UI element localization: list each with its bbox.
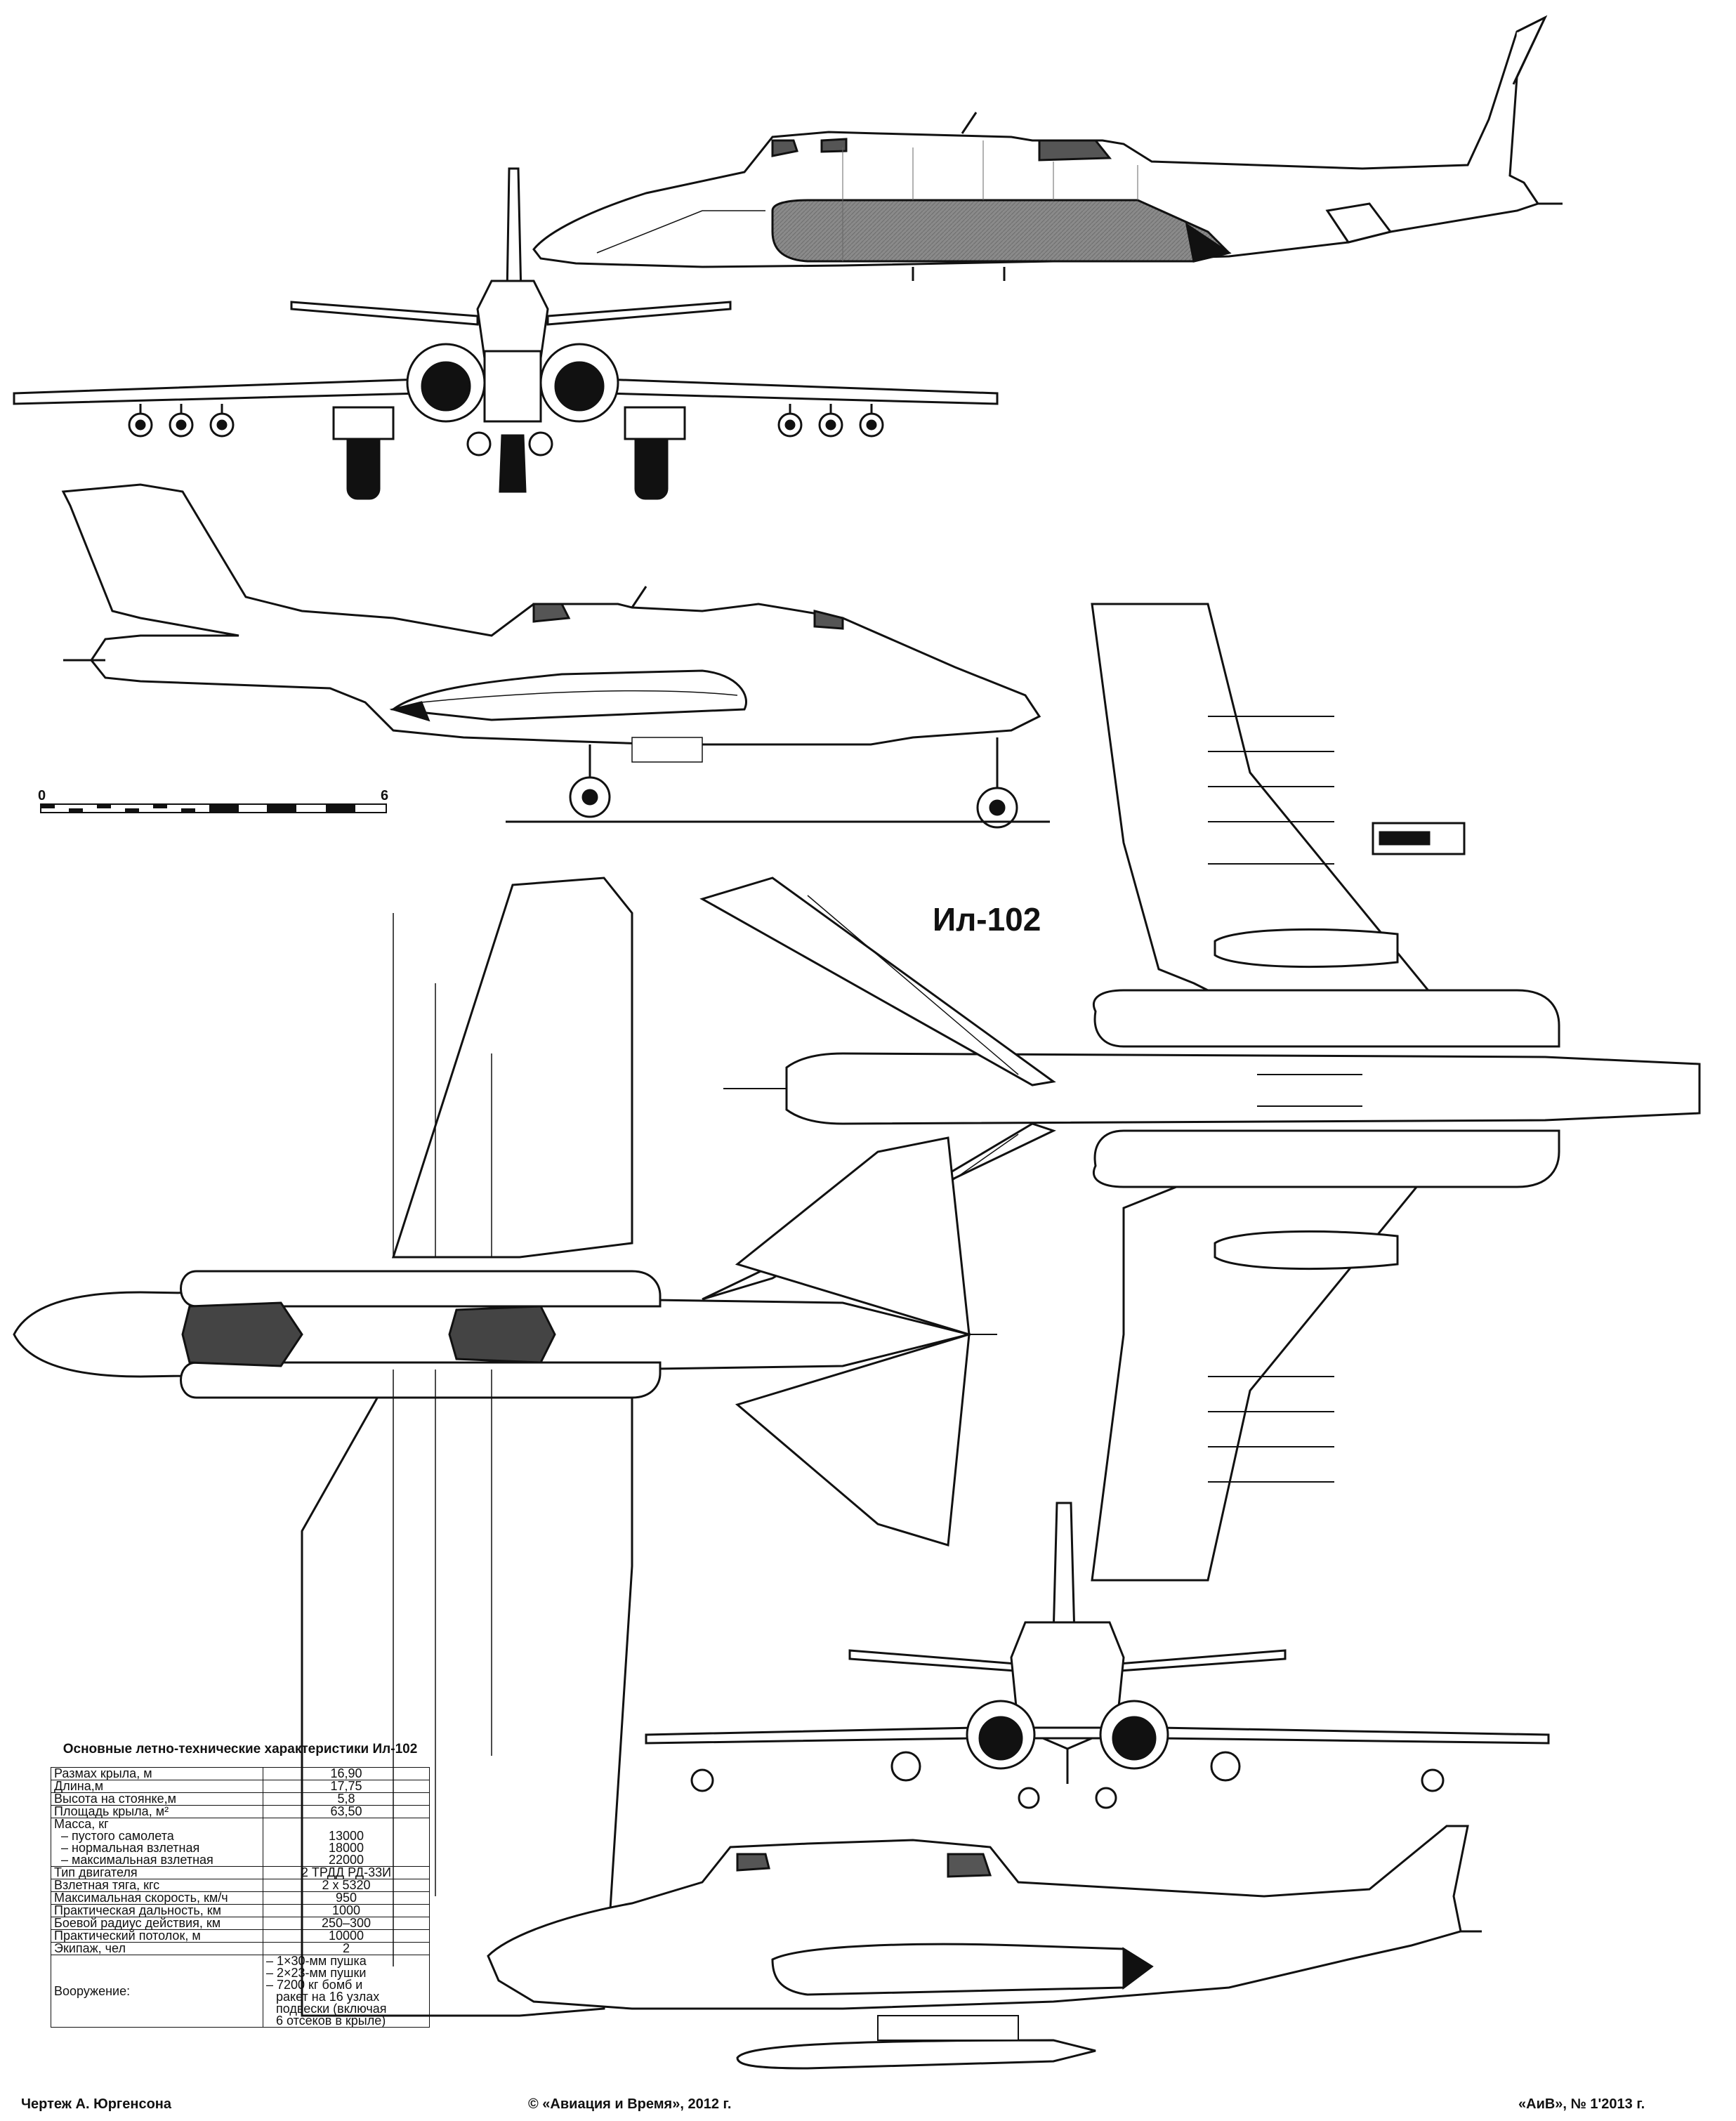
mass-max-label: – максимальная взлетная xyxy=(61,1853,213,1867)
footer-copyright: © «Авиация и Время», 2012 г. xyxy=(528,2096,732,2112)
mass-max-value: 22000 xyxy=(328,1853,364,1867)
spec-value: 1000 xyxy=(263,1904,430,1917)
spec-label: Практический потолок, м xyxy=(51,1929,263,1943)
scale-bar xyxy=(40,803,387,813)
side-view-top xyxy=(532,15,1563,281)
spec-label: Высота на стоянке,м xyxy=(51,1792,263,1806)
mass-empty-value: 13000 xyxy=(328,1829,364,1843)
armament-line: – 7200 кг бомб и xyxy=(266,1978,363,1992)
spec-label: Тип двигателя xyxy=(51,1866,263,1879)
armament-value: – 1×30-мм пушка – 2×23-мм пушки – 7200 к… xyxy=(263,1955,430,2028)
spec-value: 2 ТРДД РД-33И xyxy=(263,1866,430,1879)
table-row: Вооружение: – 1×30-мм пушка – 2×23-мм пу… xyxy=(51,1955,430,2028)
spec-value: 950 xyxy=(263,1891,430,1905)
specifications-heading: Основные летно-технические характеристик… xyxy=(63,1742,418,1756)
scale-min-label: 0 xyxy=(38,788,46,803)
spec-value: 5,8 xyxy=(263,1792,430,1806)
planform-right xyxy=(699,603,1701,1582)
footer-issue: «АиВ», № 1'2013 г. xyxy=(1518,2096,1645,2112)
footer-credit-author: Чертеж А. Юргенсона xyxy=(21,2096,171,2112)
spec-value: 2 xyxy=(263,1942,430,1955)
spec-value: 63,50 xyxy=(263,1805,430,1818)
specifications-block: Основные летно-технические характеристик… xyxy=(51,1742,430,2028)
spec-label: Масса, кг – пустого самолета – нормальна… xyxy=(51,1818,263,1867)
spec-value: 13000 18000 22000 xyxy=(263,1818,430,1867)
armament-line: ракет на 16 узлах xyxy=(276,1990,380,2004)
scale-max-label: 6 xyxy=(381,788,389,803)
spec-label: Боевой радиус действия, км xyxy=(51,1917,263,1930)
front-view-bottom xyxy=(645,1502,1550,1809)
spec-value: 250–300 xyxy=(263,1917,430,1930)
armament-line: – 2×23-мм пушки xyxy=(266,1966,367,1980)
spec-label: Экипаж, чел xyxy=(51,1942,263,1955)
mass-empty-label: – пустого самолета xyxy=(61,1829,174,1843)
side-view-middle xyxy=(61,483,1050,829)
mass-normal-label: – нормальная взлетная xyxy=(61,1841,200,1855)
front-view-top xyxy=(13,167,999,500)
spec-value: 16,90 xyxy=(263,1767,430,1780)
armament-line: 6 отсеков в крыле) xyxy=(276,2014,386,2028)
table-row: Масса, кг – пустого самолета – нормальна… xyxy=(51,1818,430,1867)
spec-label: Практическая дальность, км xyxy=(51,1904,263,1917)
spec-label: Длина,м xyxy=(51,1780,263,1793)
spec-value: 10000 xyxy=(263,1929,430,1943)
aircraft-title: Ил-102 xyxy=(933,901,1041,938)
mass-label: Масса, кг xyxy=(54,1817,109,1831)
mass-normal-value: 18000 xyxy=(328,1841,364,1855)
armament-line: – 1×30-мм пушка xyxy=(266,1954,367,1968)
spec-label: Максимальная скорость, км/ч xyxy=(51,1891,263,1905)
spec-label: Площадь крыла, м² xyxy=(51,1805,263,1818)
spec-label: Размах крыла, м xyxy=(51,1767,263,1780)
spec-value: 17,75 xyxy=(263,1780,430,1793)
armament-label: Вооружение: xyxy=(51,1955,263,2028)
spec-value: 2 х 5320 xyxy=(263,1879,430,1892)
armament-line: подвески (включая xyxy=(276,2002,387,2016)
side-view-bottom xyxy=(487,1825,1482,2070)
spec-label: Взлетная тяга, кгс xyxy=(51,1879,263,1892)
